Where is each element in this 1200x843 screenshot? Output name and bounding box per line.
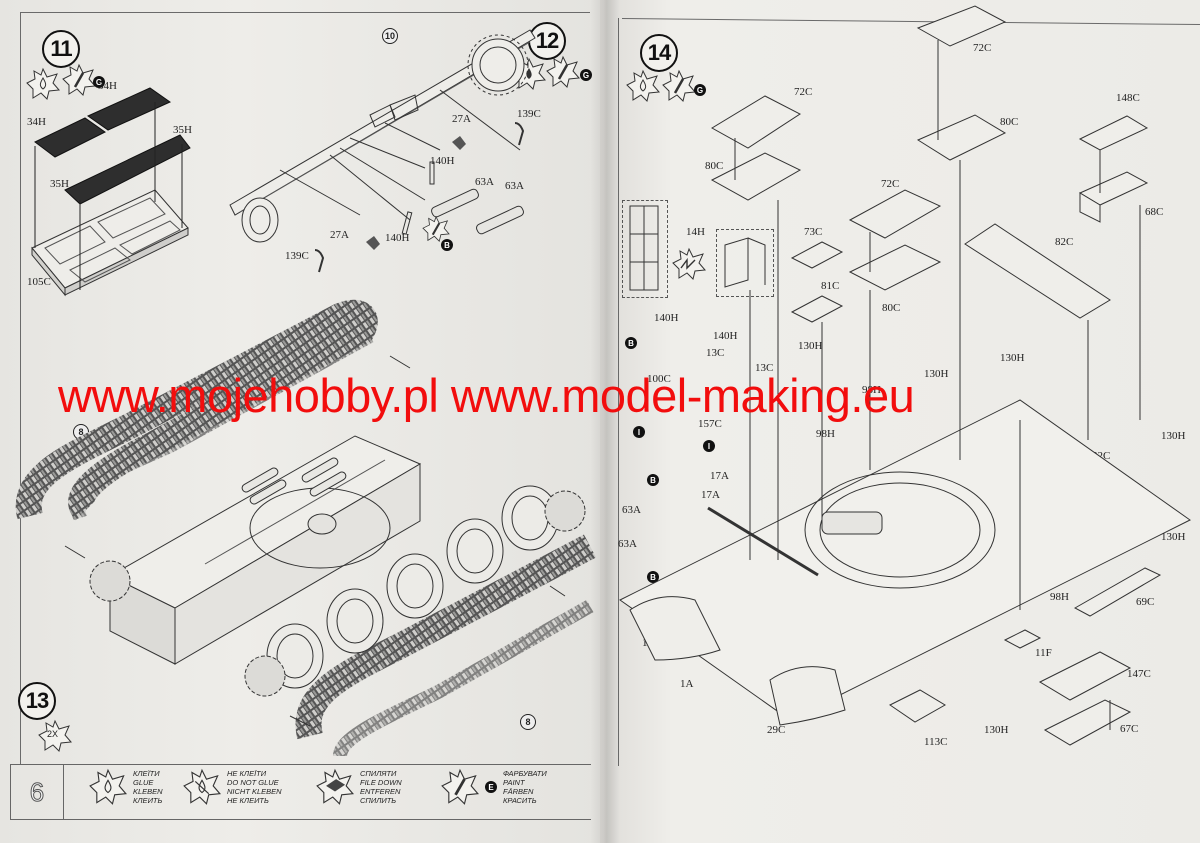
part-label-81c: 81C (821, 280, 840, 292)
part-label-98h: 98H (862, 384, 881, 396)
part-label-140h: 140H (385, 232, 410, 244)
part-label-140h: 140H (430, 155, 455, 167)
part-label-148c: 148C (1116, 92, 1140, 104)
paint-icon (422, 215, 450, 242)
step-13-drawing (15, 299, 597, 758)
file-down-icon (316, 768, 355, 805)
part-label-157c: 157C (698, 418, 722, 430)
part-label-17a: 17A (701, 489, 720, 501)
part-label-130h: 130H (1161, 531, 1186, 543)
part-label-35h: 35H (50, 178, 69, 190)
paint-code-i: I (633, 426, 645, 438)
paint-icon (546, 55, 581, 88)
part-label-34h: 34H (27, 116, 46, 128)
step-14-drawing (619, 5, 1191, 746)
page-7: 14 G 72C 72C 72C 80C 80C 80C 148C 68C 82… (600, 0, 1200, 843)
photo-etch-bent-box (716, 229, 774, 297)
part-label-68c: 68C (1145, 206, 1164, 218)
working-steps-icon (38, 719, 73, 752)
part-label-17a: 17A (710, 470, 729, 482)
paint-code-b: B (625, 337, 637, 349)
paint-code-g: G (580, 69, 592, 81)
part-label-130h: 130H (1161, 430, 1186, 442)
paint-icon (441, 768, 480, 805)
part-label-13c: 13C (706, 347, 725, 359)
page-number: 6 (11, 765, 64, 819)
step-12-drawing (229, 29, 536, 273)
part-label-72c: 72C (973, 42, 992, 54)
part-label-98h: 98H (816, 428, 835, 440)
part-label-80c: 80C (1000, 116, 1019, 128)
part-label-27a: 27A (452, 113, 471, 125)
part-label-69c: 69C (1136, 596, 1155, 608)
paint-code-e: E (485, 781, 497, 793)
part-label-63a: 63A (622, 504, 641, 516)
part-label-113c: 113C (924, 736, 948, 748)
part-label-72c: 72C (794, 86, 813, 98)
glue-icon (89, 768, 128, 805)
sub-assembly-ref-10: 10 (382, 28, 398, 44)
page-6: 11 G 34H 34H 35H 35H 105C 10 12 (0, 0, 600, 843)
paint-icon (62, 63, 97, 96)
paint-code-g: G (694, 84, 706, 96)
part-label-147c: 147C (1127, 668, 1151, 680)
photo-etch-frame-box (622, 200, 668, 298)
part-label-73c: 73C (804, 226, 823, 238)
part-label-29c: 29C (767, 724, 786, 736)
part-label-130h: 130H (798, 340, 823, 352)
part-label-139c: 139C (285, 250, 309, 262)
step-11-frame (20, 12, 590, 13)
part-label-140h: 140H (654, 312, 679, 324)
watermark-text: www.mojehobby.pl www.model-making.eu (58, 369, 915, 422)
part-label-63a: 63A (505, 180, 524, 192)
part-label-140h: 140H (713, 330, 738, 342)
part-label-82c: 82C (1055, 236, 1074, 248)
part-label-67c: 67C (1120, 723, 1139, 735)
part-label-130h: 130H (1000, 352, 1025, 364)
part-label-80c: 80C (705, 160, 724, 172)
paint-code-g: G (93, 76, 105, 88)
step-14-number: 14 (640, 34, 678, 72)
page-6-left-rule (20, 12, 21, 764)
track-ref-8: 8 (520, 714, 536, 730)
step-11-drawing (31, 87, 191, 297)
bend-icon (672, 247, 707, 280)
do-not-glue-icon (183, 768, 222, 805)
paint-code-b: B (647, 474, 659, 486)
step-12-number: 12 (528, 22, 566, 60)
part-label-27a: 27A (330, 229, 349, 241)
part-label-1a: 1A (680, 678, 694, 690)
step-11-number: 11 (42, 30, 80, 68)
part-label-14h: 14H (686, 226, 705, 238)
part-label-130h: 130H (984, 724, 1009, 736)
paint-code-b: B (441, 239, 453, 251)
part-label-63a: 63A (475, 176, 494, 188)
glue-icon (626, 69, 661, 102)
part-label-13c: 13C (755, 362, 774, 374)
step-13-number: 13 (18, 682, 56, 720)
part-label-11f: 11F (1035, 647, 1052, 659)
part-label-63a: 63A (618, 538, 637, 550)
part-label-98h: 98H (1050, 591, 1069, 603)
page-7-left-rule (618, 18, 619, 766)
paint-code-i: I (703, 440, 715, 452)
paint-code-b: B (647, 571, 659, 583)
part-label-80c: 80C (882, 302, 901, 314)
repeat-count: 2X (47, 729, 59, 739)
part-label-130h: 130H (924, 368, 949, 380)
part-label-139c: 139C (517, 108, 541, 120)
part-label-100c: 100C (647, 373, 671, 385)
part-label-72c: 72C (881, 178, 900, 190)
part-label-105c: 105C (27, 276, 51, 288)
part-label-34h: 34H (98, 80, 117, 92)
book-gutter (590, 0, 620, 843)
part-label-35h: 35H (173, 124, 192, 136)
paint-icon (662, 69, 697, 102)
glue-icon (26, 67, 61, 100)
